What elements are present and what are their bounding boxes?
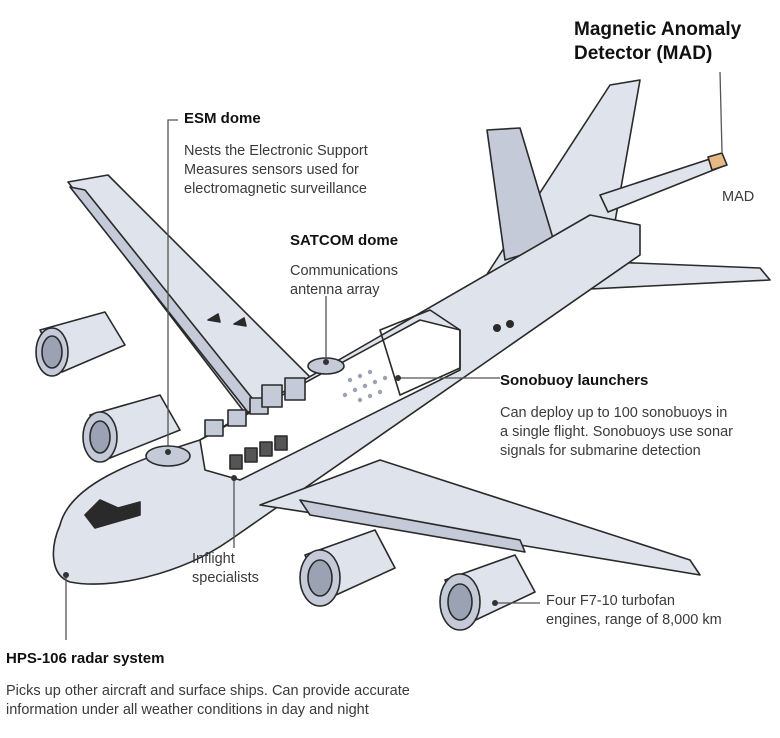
mad-tag: MAD — [722, 189, 755, 205]
inflight-desc-line1: Inflight — [192, 551, 235, 567]
esm-title: ESM dome — [184, 110, 261, 127]
radar-desc: Picks up other aircraft and surface ship… — [6, 682, 410, 720]
engine-lower-outer — [439, 554, 536, 631]
mad-title: Magnetic Anomaly Detector (MAD) — [574, 18, 741, 66]
esm-desc-line1: Nests the Electronic Support — [184, 143, 368, 159]
cabin-cutaway — [199, 319, 461, 481]
inflight-desc-line2: specialists — [192, 570, 259, 586]
mad-title-line1: Magnetic Anomaly — [574, 19, 742, 40]
sonobuoy-desc-line2: a single flight. Sonobuoys use sonar — [500, 424, 733, 440]
esm-desc-line3: electromagnetic surveillance — [184, 181, 367, 197]
engine-upper-outer — [35, 311, 126, 377]
radar-title: HPS-106 radar system — [6, 650, 165, 667]
engines-desc-line1: Four F7-10 turbofan — [546, 593, 675, 609]
sonobuoy-desc: Can deploy up to 100 sonobuoys in a sing… — [500, 404, 733, 461]
engines-desc-line2: engines, range of 8,000 km — [546, 612, 722, 628]
porthole — [493, 324, 501, 332]
right-wing-flap — [299, 499, 526, 553]
satcom-desc: Communications antenna array — [290, 262, 398, 300]
leader-mad — [719, 71, 723, 153]
porthole — [506, 320, 514, 328]
satcom-title: SATCOM dome — [290, 232, 399, 249]
leader-esm — [167, 119, 178, 446]
radar-desc-line1: Picks up other aircraft and surface ship… — [6, 683, 410, 699]
sonobuoy-desc-line3: signals for submarine detection — [500, 443, 701, 459]
sonobuoy-desc-line1: Can deploy up to 100 sonobuoys in — [500, 405, 728, 421]
satcom-desc-line2: antenna array — [290, 282, 380, 298]
esm-desc-line2: Measures sensors used for — [184, 162, 359, 178]
esm-desc: Nests the Electronic Support Measures se… — [184, 142, 368, 199]
engine-upper-inner — [82, 394, 181, 463]
engine-lower-inner — [299, 529, 396, 607]
cockpit-windows — [84, 499, 141, 529]
inflight-desc: Inflight specialists — [192, 550, 259, 588]
sonobuoy-title: Sonobuoy launchers — [500, 372, 649, 389]
radar-desc-line2: information under all weather conditions… — [6, 702, 369, 718]
mad-title-line2: Detector (MAD) — [574, 43, 713, 64]
engines-desc: Four F7-10 turbofan engines, range of 8,… — [546, 592, 722, 630]
satcom-desc-line1: Communications — [290, 263, 398, 279]
sonobuoy-dots — [342, 369, 388, 403]
